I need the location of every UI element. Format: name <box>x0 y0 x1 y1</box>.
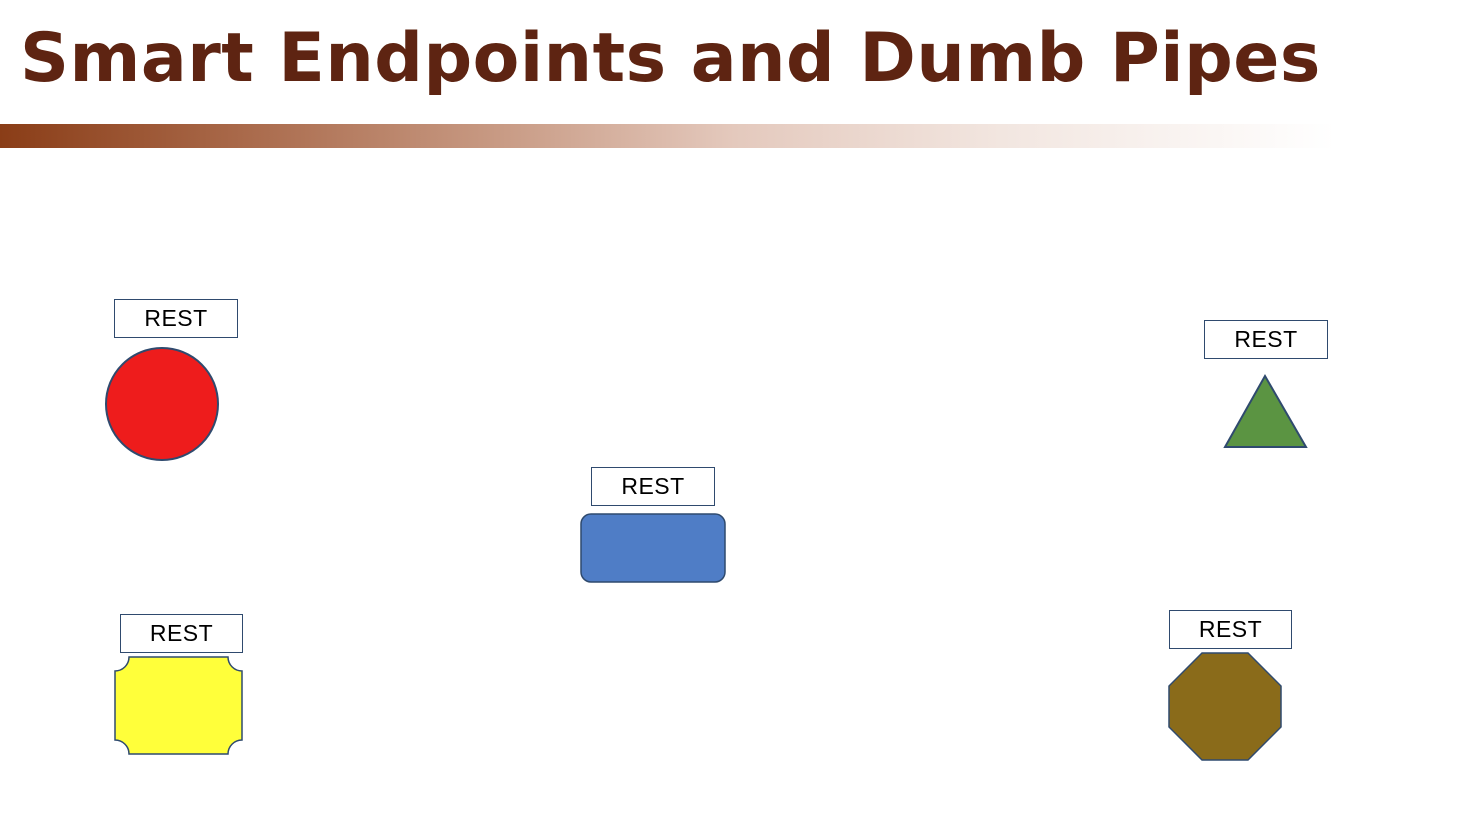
rest-label-circle-service: REST <box>114 299 238 338</box>
slide-title: Smart Endpoints and Dumb Pipes <box>20 19 1321 98</box>
circle-service-shape <box>105 347 219 461</box>
triangle-service-shape <box>1223 373 1308 448</box>
plaque-service-shape <box>114 656 243 755</box>
rest-label-octagon-service: REST <box>1169 610 1292 649</box>
title-accent-bar <box>0 124 1335 148</box>
rectangle-service-shape <box>580 513 726 583</box>
rest-label-plaque-service: REST <box>120 614 243 653</box>
rest-label-triangle-service: REST <box>1204 320 1328 359</box>
octagon-service-shape <box>1168 652 1282 761</box>
rest-label-rectangle-service: REST <box>591 467 715 506</box>
